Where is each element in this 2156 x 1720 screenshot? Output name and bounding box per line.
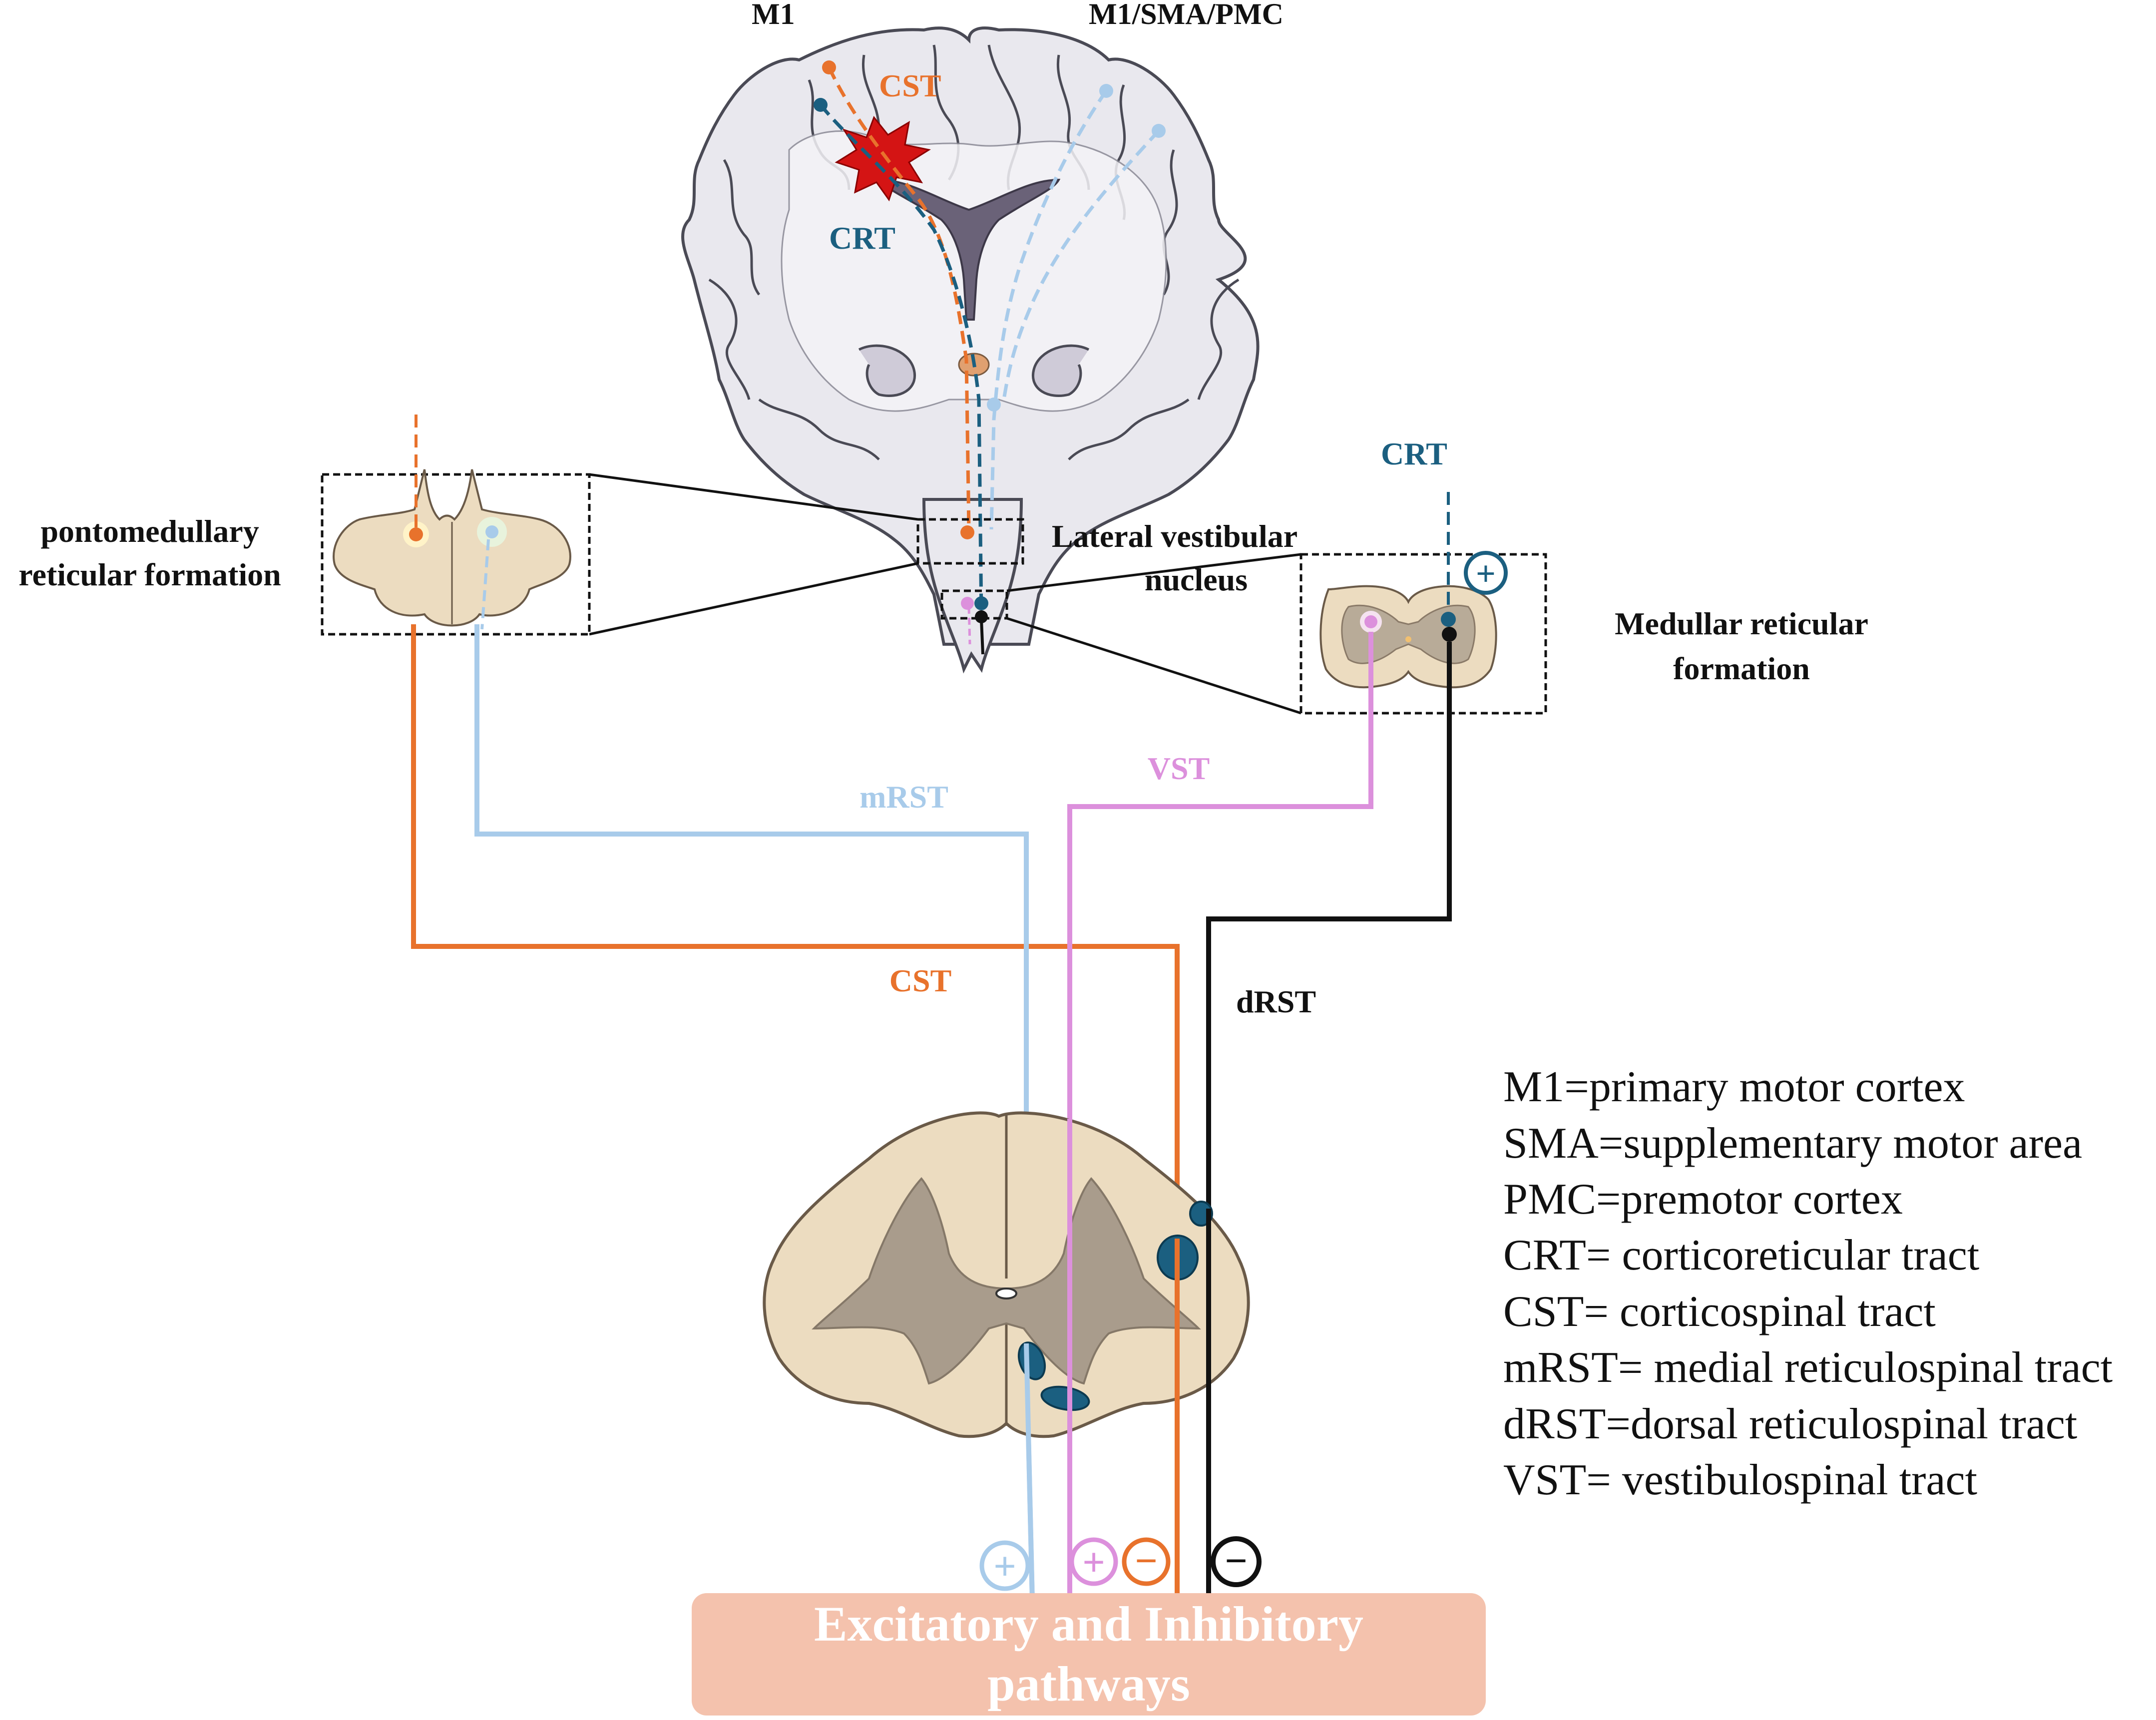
lateral-vestibular-label-2: nucleus bbox=[1145, 562, 1248, 597]
legend-item: CRT= corticoreticular tract bbox=[1503, 1231, 1979, 1280]
drst-path bbox=[1206, 642, 1452, 1601]
pontine-cst-dot bbox=[409, 527, 423, 541]
legend-item: VST= vestibulospinal tract bbox=[1503, 1456, 1977, 1504]
pontine-mrst-input bbox=[480, 539, 490, 630]
sma-tract-1 bbox=[989, 90, 1108, 530]
m1-sma-pmc-label: M1/SMA/PMC bbox=[1089, 0, 1284, 30]
abbreviation-legend: M1=primary motor cortex SMA=supplementar… bbox=[1503, 1063, 2113, 1504]
cst-minus-icon bbox=[1122, 1537, 1171, 1586]
excitatory-inhibitory-box: Excitatory and Inhibitory pathways bbox=[692, 1593, 1486, 1716]
central-canal bbox=[995, 1288, 1017, 1299]
pontomedullary-label-2: reticular formation bbox=[18, 557, 281, 592]
crt-right-label: CRT bbox=[1381, 436, 1447, 471]
medullar-crt-dot bbox=[1441, 612, 1456, 627]
brain-coronal-section bbox=[681, 26, 1260, 674]
brainstem-crt-dot bbox=[974, 596, 988, 610]
medullar-drst-dot bbox=[1442, 627, 1457, 642]
brainstem-drst-dot bbox=[975, 610, 988, 623]
legend-item: mRST= medial reticulospinal tract bbox=[1503, 1343, 2113, 1392]
pathways-box-title-line2: pathways bbox=[987, 1656, 1190, 1712]
legend-item: PMC=premotor cortex bbox=[1503, 1175, 1903, 1224]
brainstem-vst-dot bbox=[961, 597, 974, 610]
m1-label: M1 bbox=[752, 0, 795, 30]
sma-origin-dot-1 bbox=[1099, 84, 1113, 98]
cst-brain-tract bbox=[827, 66, 971, 530]
lateral-vestibular-label-1: Lateral vestibular bbox=[1052, 518, 1297, 554]
sma-tract-2 bbox=[1002, 129, 1160, 400]
mrst-label: mRST bbox=[860, 779, 948, 815]
diagram-labels: M1 M1/SMA/PMC CST CRT CRT pontomedullary… bbox=[18, 0, 1868, 1019]
brainstem-vst-stub bbox=[967, 606, 971, 645]
drst-label: dRST bbox=[1236, 984, 1316, 1019]
spinal-grey-matter bbox=[812, 1177, 1201, 1385]
mrst-path bbox=[474, 624, 1035, 1601]
tract-lines-over-cord bbox=[1024, 1119, 1211, 1601]
medullar-vst-dot bbox=[1364, 615, 1377, 628]
zoom-connectors bbox=[589, 473, 1301, 715]
sma-mid-dot bbox=[987, 398, 1001, 412]
legend-item: SMA=supplementary motor area bbox=[1503, 1119, 2082, 1168]
pathways-box bbox=[692, 1593, 1486, 1716]
cst-path bbox=[411, 624, 1180, 1601]
mrst-plus-sign: + bbox=[993, 1545, 1016, 1589]
brainstem-cst-dot bbox=[960, 525, 974, 539]
crt-origin-dot bbox=[814, 98, 828, 112]
medullar-inset: + bbox=[1299, 492, 1547, 715]
drst-minus-sign: − bbox=[1225, 1539, 1248, 1583]
medullar-reticular-label-2: formation bbox=[1673, 651, 1810, 686]
spinal-cord-section bbox=[763, 1111, 1250, 1601]
effect-signs: + + − − bbox=[979, 1536, 1262, 1591]
drst-minus-icon bbox=[1211, 1536, 1262, 1587]
lateral-ventricles bbox=[876, 178, 1061, 321]
descending-pathways bbox=[411, 624, 1452, 1601]
temporal-horn-right bbox=[1032, 344, 1090, 398]
vst-plus-icon bbox=[1069, 1537, 1118, 1586]
vst-bundle bbox=[1040, 1385, 1090, 1411]
pathways-box-title-line1: Excitatory and Inhibitory bbox=[814, 1596, 1363, 1652]
mrst-plus-icon bbox=[979, 1540, 1030, 1591]
pontine-mrst-dot bbox=[485, 525, 498, 538]
cst-tract-label: CST bbox=[889, 963, 952, 998]
vst-path bbox=[1067, 632, 1373, 1601]
crt-plus-sign: + bbox=[1476, 555, 1496, 593]
pontomedullary-inset bbox=[321, 415, 591, 636]
legend-item: dRST=dorsal reticulospinal tract bbox=[1503, 1400, 2077, 1448]
legend-item: M1=primary motor cortex bbox=[1503, 1063, 1965, 1111]
cst-origin-dot bbox=[822, 60, 836, 74]
medullar-reticular-label-1: Medullar reticular bbox=[1615, 606, 1868, 641]
brainstem-drst-stub bbox=[980, 619, 984, 655]
brainstem-zoom-box-upper bbox=[916, 518, 1024, 565]
cst-brain-label: CST bbox=[879, 68, 941, 103]
sma-origin-dot-2 bbox=[1152, 124, 1166, 138]
crt-brain-tract bbox=[819, 103, 983, 615]
crt-brain-label: CRT bbox=[829, 220, 895, 256]
cst-minus-sign: − bbox=[1135, 1539, 1158, 1583]
legend-item: CST= corticospinal tract bbox=[1503, 1288, 1936, 1336]
lesion-star-icon bbox=[835, 116, 931, 202]
medullar-canal bbox=[1405, 636, 1411, 642]
pontomedullary-label-1: pontomedullary bbox=[40, 513, 259, 549]
temporal-horn-left bbox=[858, 344, 916, 398]
crt-plus-icon bbox=[1464, 551, 1508, 595]
vst-plus-sign: + bbox=[1082, 1541, 1105, 1585]
vst-label: VST bbox=[1148, 751, 1210, 786]
brainstem-zoom-box-lower bbox=[940, 589, 1008, 620]
